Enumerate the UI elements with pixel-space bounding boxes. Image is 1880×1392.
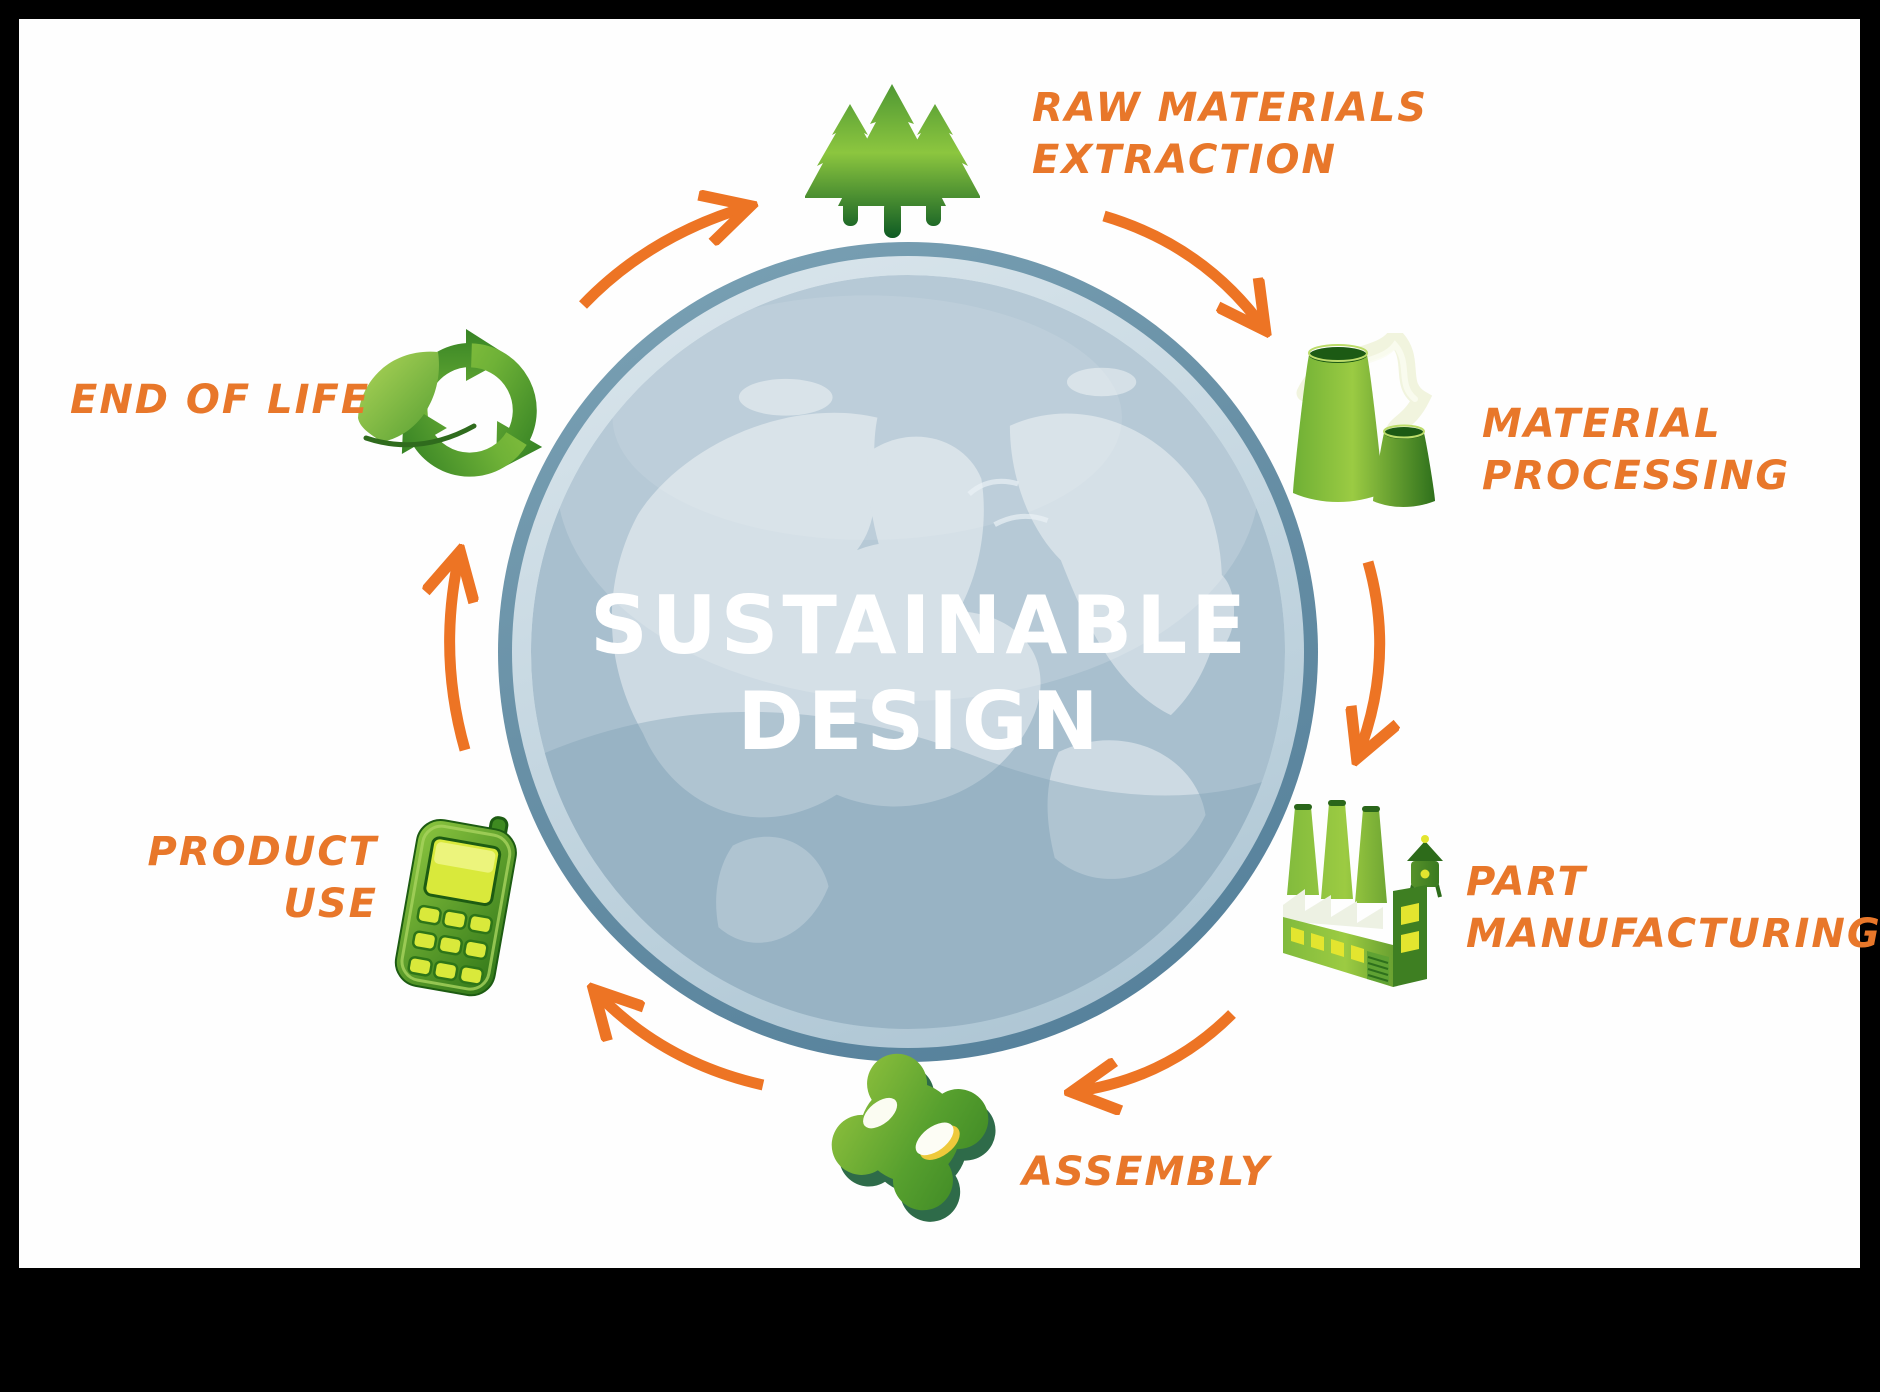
- label-line: PRODUCT: [147, 829, 378, 875]
- label-line: USE: [283, 881, 378, 927]
- puzzle-art: [831, 1053, 996, 1222]
- recycle-icon: [358, 329, 543, 477]
- label-line: MANUFACTURING: [1466, 911, 1880, 957]
- cooling-towers-art: [1293, 333, 1435, 507]
- globe-map: [531, 275, 1285, 1029]
- mobile-phone-icon: [394, 816, 517, 997]
- cooling-towers-icon: [1293, 333, 1435, 507]
- label-line: EXTRACTION: [1032, 137, 1337, 183]
- label-assembly: ASSEMBLY: [1022, 1146, 1271, 1198]
- label-raw-materials-extraction: RAW MATERIALS EXTRACTION: [1032, 82, 1428, 186]
- mobile-phone-art: [394, 816, 517, 997]
- label-line: END OF LIFE: [70, 377, 371, 423]
- leaf-art: [358, 351, 477, 448]
- globe-title-line2: DESIGN: [737, 675, 1103, 768]
- label-line: PROCESSING: [1482, 453, 1791, 499]
- label-line: ASSEMBLY: [1022, 1149, 1271, 1195]
- puzzle-piece-icon: [831, 1053, 996, 1222]
- label-product-use: PRODUCT USE: [140, 826, 378, 930]
- globe: [498, 242, 1318, 1062]
- factory-icon: [1283, 800, 1443, 987]
- pine-trees-art: [805, 84, 980, 238]
- label-line: MATERIAL: [1482, 401, 1722, 447]
- label-line: RAW MATERIALS: [1032, 85, 1429, 131]
- world-map-art: [531, 275, 1285, 1029]
- factory-art: [1283, 800, 1443, 987]
- globe-title: SUSTAINABLE DESIGN: [500, 578, 1340, 770]
- label-part-manufacturing: PART MANUFACTURING: [1466, 856, 1880, 960]
- label-material-processing: MATERIAL PROCESSING: [1482, 398, 1790, 502]
- pine-trees-icon: [805, 84, 980, 238]
- label-end-of-life: END OF LIFE: [70, 374, 370, 426]
- globe-title-line1: SUSTAINABLE: [590, 579, 1250, 672]
- label-line: PART: [1466, 859, 1587, 905]
